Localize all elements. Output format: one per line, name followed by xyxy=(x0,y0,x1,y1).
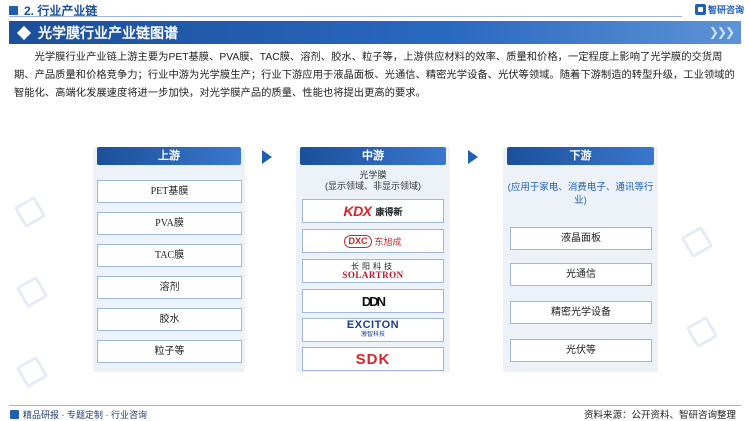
watermark-shape xyxy=(13,195,47,229)
midstream-description: 光学膜 (显示领域、非显示领域) xyxy=(300,170,446,192)
chevrons-icon: ❯❯❯ xyxy=(708,25,735,39)
company-logo-solartron: 长阳科技 SOLARTRON xyxy=(302,259,444,283)
company-logo-sdk: SDK xyxy=(302,347,444,371)
midstream-header: 中游 xyxy=(300,147,446,165)
watermark-shape xyxy=(15,275,49,309)
arrow-right-icon xyxy=(468,150,478,164)
brand-mini-icon xyxy=(10,410,19,419)
upstream-item: 胶水 xyxy=(97,308,242,331)
company-logo-dxc: DXC 东旭成 xyxy=(302,229,444,253)
upstream-item: 溶剂 xyxy=(97,276,242,299)
footer-divider xyxy=(9,405,741,406)
watermark-shape xyxy=(685,315,719,349)
upstream-item: TAC膜 xyxy=(97,244,242,267)
top-header: 2. 行业产业链 智研咨询 xyxy=(0,0,750,20)
kdx-wordmark: KDX xyxy=(343,203,372,219)
section-marker-icon xyxy=(9,5,18,15)
sdk-wordmark: SDK xyxy=(355,350,391,368)
upstream-item: PVA膜 xyxy=(97,212,242,235)
footer-slogan-text: 精品研报 · 专题定制 · 行业咨询 xyxy=(23,410,147,420)
dxc-chinese-name: 东旭成 xyxy=(374,236,402,247)
solartron-wordmark: SOLARTRON xyxy=(342,270,404,280)
upstream-item: 粒子等 xyxy=(97,340,242,363)
watermark-shape xyxy=(15,355,49,389)
diamond-icon xyxy=(16,25,32,40)
footer-slogan: 精品研报 · 专题定制 · 行业咨询 xyxy=(10,408,147,421)
arrow-right-icon xyxy=(262,150,272,164)
dxc-wordmark: DXC xyxy=(344,234,372,248)
downstream-item: 光通信 xyxy=(510,263,652,286)
company-logo-exciton: EXCITON 激智科技 xyxy=(302,318,444,342)
downstream-item: 液晶面板 xyxy=(510,227,652,250)
intro-paragraph: 光学膜行业产业链上游主要为PET基膜、PVA膜、TAC膜、溶剂、胶水、粒子等，上… xyxy=(14,52,735,100)
brand-logo: 智研咨询 xyxy=(694,3,744,16)
downstream-column xyxy=(503,147,658,372)
midstream-product: 光学膜 xyxy=(359,170,387,180)
downstream-header: 下游 xyxy=(507,147,654,165)
section-title: 2. 行业产业链 xyxy=(24,3,98,18)
title-banner: 光学膜行业产业链图谱 ❯❯❯ xyxy=(9,21,741,44)
header-divider xyxy=(9,16,682,17)
solartron-chinese-name: 长阳科技 xyxy=(351,262,395,271)
downstream-item: 光伏等 xyxy=(510,339,652,362)
source-note: 资料来源：公开资料、智研咨询整理 xyxy=(583,410,736,421)
watermark-shape xyxy=(680,225,714,259)
brand-logo-icon xyxy=(694,4,706,15)
midstream-scope: (显示领域、非显示领域) xyxy=(325,181,421,191)
downstream-item: 精密光学设备 xyxy=(510,301,652,324)
upstream-header: 上游 xyxy=(97,147,241,165)
kdx-chinese-name: 康得新 xyxy=(375,206,403,217)
exciton-chinese-name: 激智科技 xyxy=(360,332,385,338)
footer: 精品研报 · 专题定制 · 行业咨询 资料来源：公开资料、智研咨询整理 xyxy=(0,405,750,421)
company-logo-kdx: KDX 康得新 xyxy=(302,199,444,223)
downstream-note: (应用于家电、消费电子、通讯等行业) xyxy=(507,182,654,206)
page-title: 光学膜行业产业链图谱 xyxy=(38,24,178,41)
exciton-wordmark: EXCITON xyxy=(346,319,400,331)
brand-logo-text: 智研咨询 xyxy=(707,5,744,15)
company-logo-ddn: DDN xyxy=(302,289,444,313)
upstream-item: PET基膜 xyxy=(97,180,242,203)
ddn-wordmark: DDN xyxy=(361,293,386,309)
